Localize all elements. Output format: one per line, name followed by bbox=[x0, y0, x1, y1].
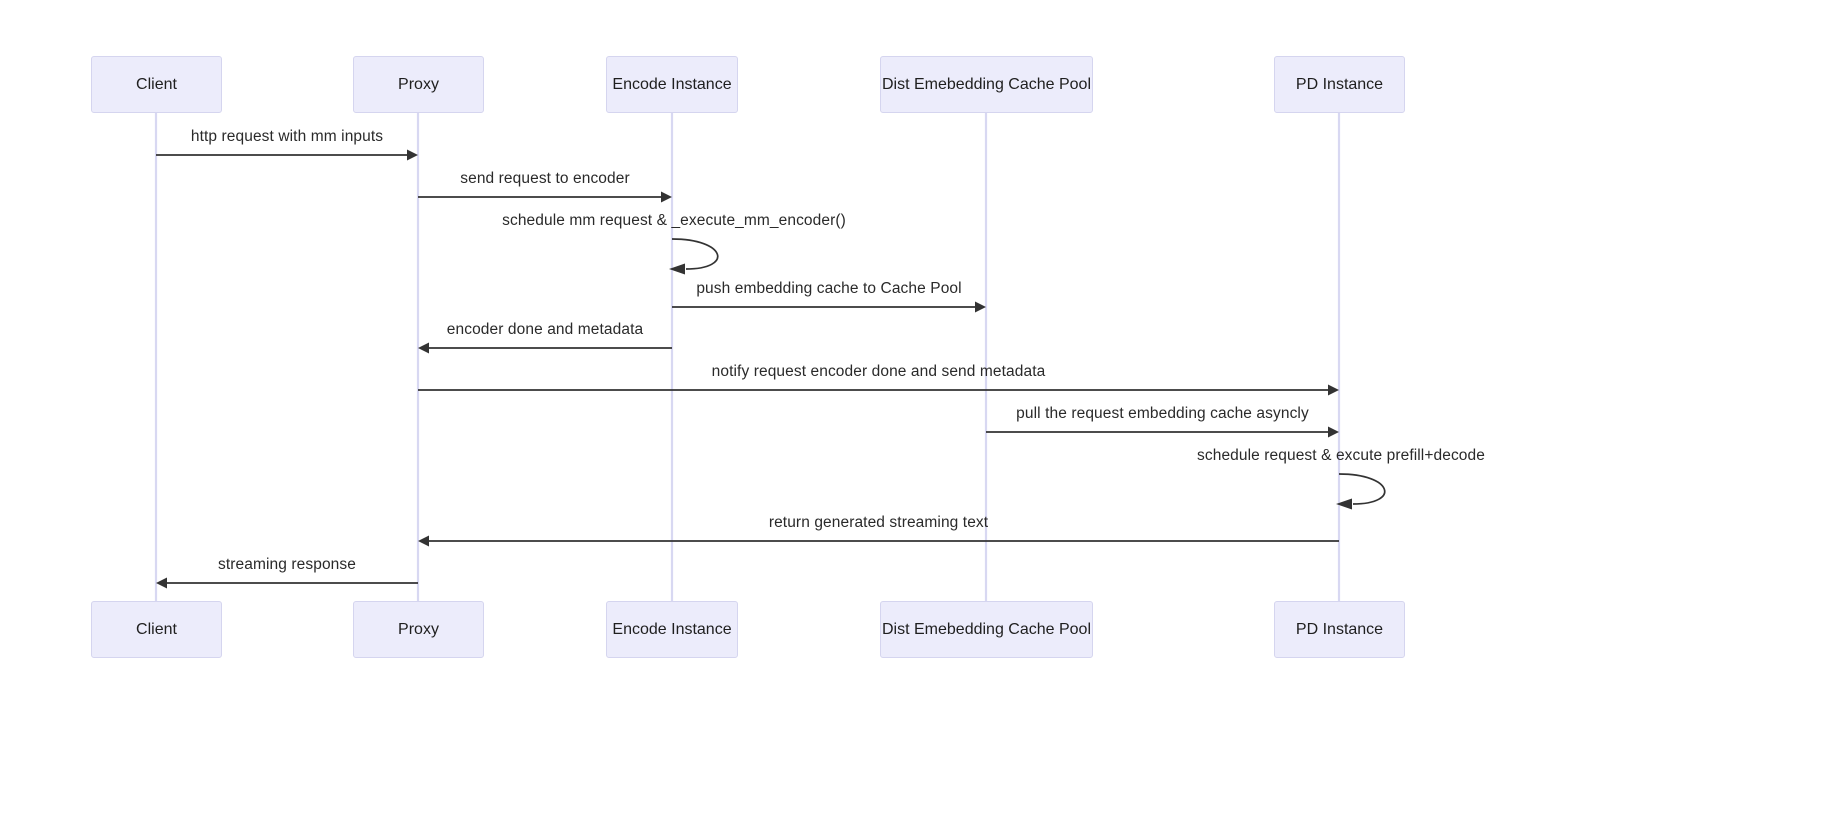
message-label-m2: send request to encoder bbox=[460, 170, 630, 187]
message-label-m3: schedule mm request & _execute_mm_encode… bbox=[502, 212, 846, 229]
participant-pd-bottom[interactable]: PD Instance bbox=[1274, 601, 1405, 658]
participant-pd-top[interactable]: PD Instance bbox=[1274, 56, 1405, 113]
message-label-m6: notify request encoder done and send met… bbox=[711, 363, 1046, 380]
participant-cache-bottom[interactable]: Dist Emebedding Cache Pool bbox=[880, 601, 1093, 658]
message-label-m5: encoder done and metadata bbox=[446, 321, 644, 338]
participant-label: Encode Instance bbox=[612, 75, 732, 93]
participant-proxy-bottom[interactable]: Proxy bbox=[353, 601, 484, 658]
lifelines-group bbox=[154, 113, 1341, 601]
participant-label: Dist Emebedding Cache Pool bbox=[882, 620, 1092, 638]
self-message-m3 bbox=[671, 238, 719, 270]
arrowhead-m9 bbox=[418, 535, 429, 547]
participant-client-bottom[interactable]: Client bbox=[91, 601, 222, 658]
participant-label: Proxy bbox=[398, 75, 439, 93]
message-label-m9: return generated streaming text bbox=[768, 514, 989, 531]
participant-encode-bottom[interactable]: Encode Instance bbox=[606, 601, 738, 658]
participant-encode-top[interactable]: Encode Instance bbox=[606, 56, 738, 113]
arrowhead-m7 bbox=[1328, 426, 1339, 438]
arrowhead-m4 bbox=[975, 301, 986, 313]
arrowhead-m3 bbox=[669, 263, 685, 275]
message-label-m1: http request with mm inputs bbox=[190, 128, 384, 145]
participant-label: Proxy bbox=[398, 620, 439, 638]
arrowhead-m10 bbox=[156, 577, 167, 589]
message-label-m4: push embedding cache to Cache Pool bbox=[696, 280, 962, 297]
message-arrows-group bbox=[156, 149, 1386, 589]
message-label-m7: pull the request embedding cache asyncly bbox=[1016, 405, 1309, 422]
arrowhead-m2 bbox=[661, 191, 672, 203]
participant-label: Client bbox=[136, 620, 177, 638]
participant-cache-top[interactable]: Dist Emebedding Cache Pool bbox=[880, 56, 1093, 113]
participant-label: PD Instance bbox=[1295, 620, 1384, 638]
participant-label: Dist Emebedding Cache Pool bbox=[882, 75, 1092, 93]
arrowhead-m1 bbox=[407, 149, 418, 161]
arrowhead-m8 bbox=[1336, 498, 1352, 510]
participant-label: Client bbox=[136, 75, 177, 93]
self-message-m8 bbox=[1338, 473, 1386, 505]
participant-label: PD Instance bbox=[1295, 75, 1384, 93]
participant-label: Encode Instance bbox=[612, 620, 732, 638]
message-label-m10: streaming response bbox=[218, 556, 356, 573]
arrowhead-m5 bbox=[418, 342, 429, 354]
arrowhead-m6 bbox=[1328, 384, 1339, 396]
participant-client-top[interactable]: Client bbox=[91, 56, 222, 113]
participant-proxy-top[interactable]: Proxy bbox=[353, 56, 484, 113]
message-label-m8: schedule request & excute prefill+decode bbox=[1197, 447, 1485, 464]
